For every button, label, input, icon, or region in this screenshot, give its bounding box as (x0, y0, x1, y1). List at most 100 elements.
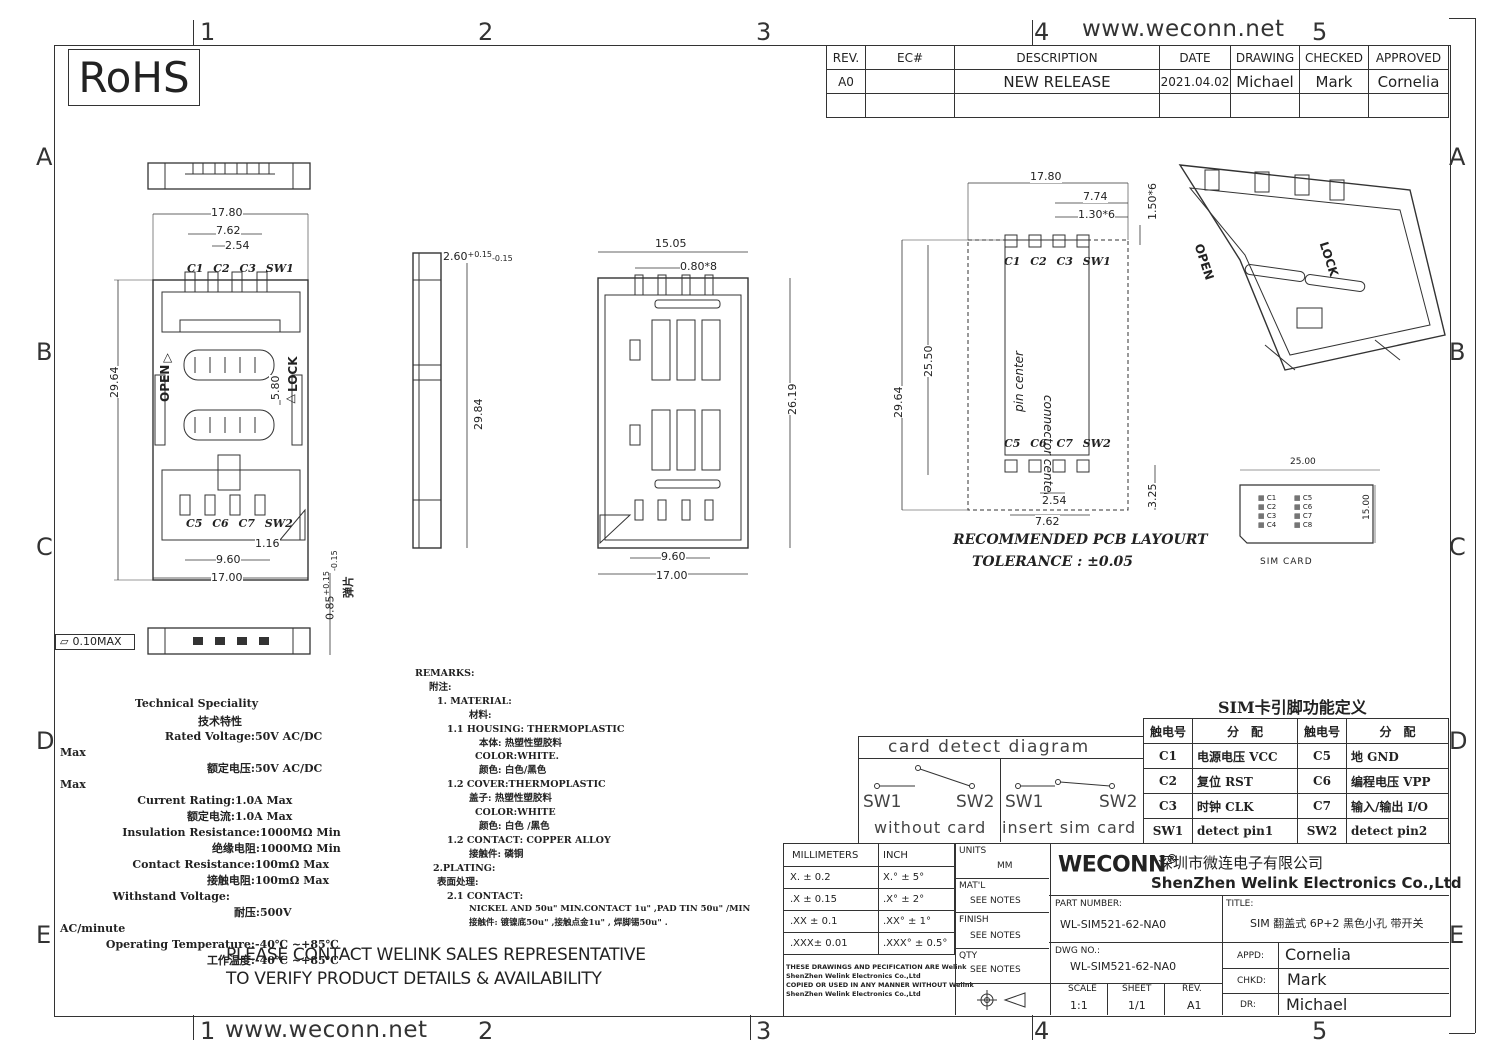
company-en: ShenZhen Welink Electronics Co.,Ltd (1151, 874, 1462, 892)
sim-contact-c7: ▦ C7 (1294, 512, 1313, 520)
tech-line: 耐压:500V AC/minute (60, 906, 292, 935)
spring-dim: 0.85+0.15-0.15 (322, 550, 339, 620)
tech-title-cn: 技术特性 (198, 715, 242, 728)
rev-cell: A0 (826, 69, 866, 94)
remark-line: 颜色: 白色/黑色 (479, 765, 547, 777)
bottom-width-dim: 15.05 (655, 237, 687, 250)
pcb-d1-dim: 7.74 (1083, 190, 1108, 203)
frame-tick (1449, 1033, 1475, 1034)
sim-contacts: ▦ C1▦ C5 ▦ C2▦ C6 ▦ C3▦ C7 ▦ C4▦ C8 (1258, 494, 1330, 529)
tol-mm-cell: .XX ± 0.1 (783, 910, 879, 933)
tech-title: Technical Speciality (135, 697, 259, 710)
zone-col-3-bottom: 3 (756, 1017, 772, 1045)
sim-card-label: SIM CARD (1260, 557, 1313, 567)
title-label: TITLE: (1226, 899, 1254, 909)
top-view (114, 213, 309, 581)
zone-row-b: B (36, 338, 53, 366)
tol-mm-cell: .X ± 0.15 (783, 888, 879, 911)
zone-row-e-right: E (1449, 921, 1465, 949)
units-column (955, 843, 1051, 1015)
dwg-no-label: DWG NO.: (1055, 946, 1101, 956)
matl-value: SEE NOTES (970, 896, 1021, 906)
notice-line: TO VERIFY PRODUCT DETAILS & AVAILABILITY (226, 969, 602, 989)
pcb-width-dim: 17.80 (1030, 170, 1062, 183)
top-strip-view (147, 162, 311, 190)
detect-left-sw2: SW2 (956, 792, 995, 812)
tech-line: Operating Temperature:-40℃ ~+85℃ (105, 938, 339, 951)
units-label: UNITS (959, 846, 987, 856)
zone-row-e: E (36, 921, 52, 949)
sim-height-dim: 15.00 (1362, 494, 1372, 520)
zone-col-5: 5 (1312, 18, 1328, 46)
zone-row-a-right: A (1449, 143, 1466, 171)
remark-line: 接触件: 镀镍底50u" ,接触点金1u" , 焊脚锡50u" . (469, 918, 668, 929)
remarks-block: REMARKS: 附注: 1. MATERIAL: 材料: 1.1 HOUSIN… (415, 667, 750, 931)
pcb-tolerance: TOLERANCE : ±0.05 (972, 554, 1133, 570)
zone-col-4: 4 (1034, 18, 1050, 46)
sim-card-view (1239, 469, 1380, 544)
zone-row-c-right: C (1449, 533, 1466, 561)
isometric-view (1178, 164, 1446, 371)
bottom-pitch-bottom-dim: 9.60 (661, 550, 686, 563)
pcb-pins-bottom: C5 C6 C7 SW2 (1004, 437, 1111, 450)
sheet-value: 1/1 (1128, 999, 1146, 1012)
revision-empty-row (826, 93, 1449, 118)
remark-line: 附注: (429, 681, 452, 693)
pcb-d3-dim: 1.50*6 (1146, 183, 1159, 220)
tol-inch-cell: .XXX° ± 0.5° (878, 932, 955, 955)
zone-row-b-right: B (1449, 338, 1466, 366)
zone-tick (1032, 20, 1033, 45)
tol-inch-cell: .X° ± 2° (878, 888, 955, 911)
drawing-header: DRAWING (1230, 45, 1300, 70)
remark-line: COLOR:WHITE (475, 807, 556, 819)
lock-arrow-icon: ◁ (286, 391, 296, 405)
qty-value: SEE NOTES (970, 965, 1021, 975)
tol-inch-header: INCH (878, 843, 955, 867)
open-label: OPEN (158, 364, 172, 402)
rohs-mark: RoHS (68, 49, 200, 106)
part-number-label: PART NUMBER: (1055, 899, 1122, 909)
brand-logo: WECONN® (1058, 852, 1178, 878)
remark-line: 1. MATERIAL: (437, 695, 512, 707)
zone-tick (193, 20, 194, 45)
remark-line: COLOR:WHITE. (475, 751, 559, 763)
pcb-pins-top: C1 C2 C3 SW1 (1004, 255, 1111, 268)
rev-label: REV. (1182, 984, 1202, 994)
remark-line: REMARKS: (415, 668, 475, 679)
dim-offset: 1.16 (255, 537, 280, 550)
tol-inch-cell: X.° ± 5° (878, 866, 955, 889)
remark-line: 材料: (469, 709, 492, 721)
units-value: MM (997, 861, 1013, 871)
tol-inch-cell: .XX° ± 1° (878, 910, 955, 933)
tech-line: Rated Voltage:50V AC/DC Max (60, 730, 323, 759)
remark-line: 接触件: 磷铜 (469, 848, 524, 860)
tol-mm-header: MILLIMETERS (783, 843, 879, 867)
detect-right-sw1: SW1 (1005, 792, 1044, 812)
bottom-view (597, 251, 791, 575)
spring-note: 弹片 (342, 576, 355, 598)
dim-bottom-pitch: 9.60 (216, 553, 241, 566)
bottom-height-dim: 26.19 (786, 383, 799, 415)
bottom-width-bottom-dim: 17.00 (656, 569, 688, 582)
flatness-value: 0.10MAX (72, 635, 122, 648)
remark-line: 盖子: 热塑性塑胶料 (469, 793, 552, 805)
sim-width-dim: 25.00 (1290, 457, 1316, 467)
pcb-pitch-inner-dim: 2.54 (1042, 494, 1067, 507)
tech-line: Withstand Voltage: (112, 890, 230, 903)
zone-col-3: 3 (756, 18, 772, 46)
checked-header: CHECKED (1299, 45, 1369, 70)
zone-col-2: 2 (478, 18, 494, 46)
remark-line: 1.2 COVER:THERMOPLASTIC (447, 779, 606, 791)
tech-line: Insulation Resistance:1000MΩ Min (122, 826, 341, 839)
revision-row: A0 NEW RELEASE 2021.04.02 Michael Mark C… (826, 69, 1449, 94)
tol-mm-cell: X. ± 0.2 (783, 866, 879, 889)
zone-tick (193, 1015, 194, 1040)
remark-line: 2.PLATING: (433, 862, 496, 874)
approved-header: APPROVED (1368, 45, 1449, 70)
sim-contact-c5: ▦ C5 (1294, 494, 1313, 502)
